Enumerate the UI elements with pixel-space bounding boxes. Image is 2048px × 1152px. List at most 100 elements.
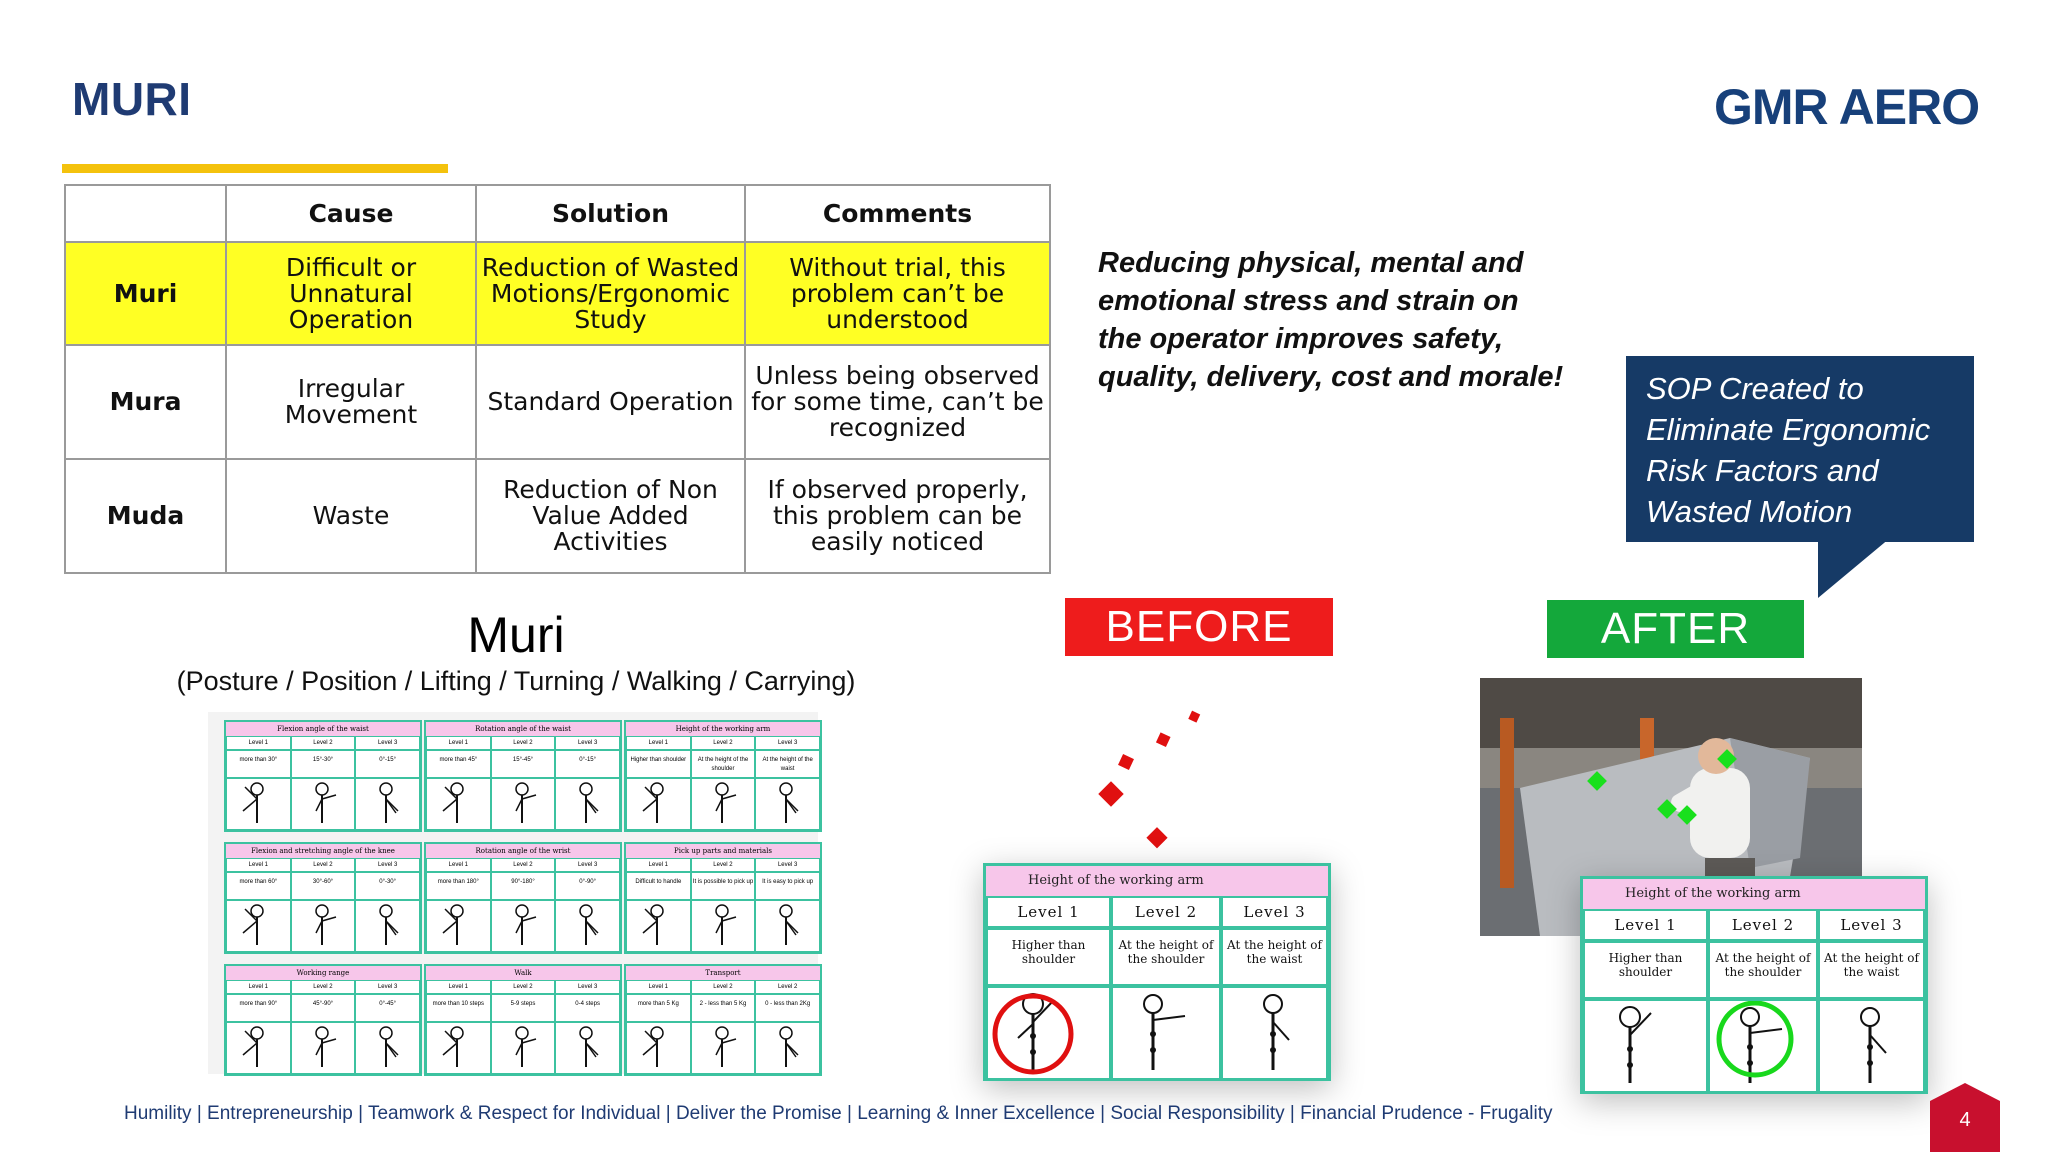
before-label: BEFORE <box>1065 598 1333 656</box>
hexagon-badge-icon <box>1930 1083 2000 1152</box>
table-cell: Waste <box>225 458 477 574</box>
panel-level: Level 3 <box>555 980 620 994</box>
stick-figure-icon <box>642 904 664 945</box>
panel-level: Level 1 <box>626 980 691 994</box>
after-assessment-card: Height of the working arm Level 1 Level … <box>1580 876 1928 1094</box>
stick-figure-cell <box>986 986 1111 1080</box>
panel-desc: more than 45° <box>426 750 491 778</box>
stick-figure-icon <box>579 1026 599 1067</box>
stick-figure-icon <box>579 904 599 945</box>
panel-level: Level 2 <box>290 736 356 750</box>
row-label-muda: Muda <box>64 458 227 574</box>
muri-subtitle: (Posture / Position / Lifting / Turning … <box>176 666 856 696</box>
panel-desc: At the height of the waist <box>755 750 820 778</box>
row-label-muri: Muri <box>64 241 227 346</box>
core-values-footer: Humility | Entrepreneurship | Teamwork &… <box>124 1103 1553 1124</box>
stick-figure-icon <box>442 904 464 945</box>
panel-figure <box>626 1022 691 1074</box>
page-number: 4 <box>1959 1109 1971 1131</box>
callout-tail <box>1818 538 1890 598</box>
stick-figure-icon <box>379 904 399 945</box>
stick-figure-icon <box>314 904 336 945</box>
panel-title: Flexion angle of the waist <box>226 722 420 736</box>
panel-figure <box>490 1022 556 1074</box>
panel-desc: It is possible to pick up <box>690 872 756 900</box>
panel-desc: more than 60° <box>226 872 291 900</box>
panel-figure <box>626 900 691 952</box>
panel-desc: 0 - less than 2Kg <box>755 994 820 1022</box>
muri-mura-muda-table: Cause Solution Comments Muri Difficult o… <box>64 184 1051 574</box>
panel-level: Level 2 <box>690 858 756 872</box>
card-desc: At the height of the shoulder <box>1111 928 1221 986</box>
stick-figure-arm-waist-icon <box>1860 1007 1887 1083</box>
table-cell: Reduction of Non Value Added Activities <box>475 458 746 574</box>
stick-figure-icon <box>514 782 536 823</box>
stick-figure-arm-shoulder-icon <box>1716 1000 1794 1083</box>
gmr-aero-logo: GMR AERO <box>1714 78 1992 136</box>
stick-figure-icon <box>642 782 664 823</box>
panel-desc: 0°-30° <box>355 872 420 900</box>
panel-figure <box>290 778 356 830</box>
sop-callout: SOP Created to Eliminate Ergonomic Risk … <box>1626 356 1974 542</box>
card-title: Height of the working arm <box>986 866 1328 896</box>
panel-figure <box>555 900 620 952</box>
table-row: Muri Difficult or Unnatural Operation Re… <box>64 241 1051 346</box>
after-label: AFTER <box>1547 600 1804 658</box>
stress-reduction-quote: Reducing physical, mental and emotional … <box>1098 247 1564 393</box>
panel-level: Level 3 <box>355 858 420 872</box>
stick-figure-icon <box>779 1026 799 1067</box>
table-cell: Irregular Movement <box>225 344 477 460</box>
panel-figure <box>290 1022 356 1074</box>
panel-title: Rotation angle of the wrist <box>426 844 620 858</box>
stick-figure-icon <box>242 782 264 823</box>
panel-level: Level 3 <box>555 858 620 872</box>
panel-figure <box>426 900 491 952</box>
panel-desc: 15°-45° <box>490 750 556 778</box>
card-level: Level 3 <box>1221 896 1328 928</box>
panel-level: Level 2 <box>290 980 356 994</box>
panel-desc: 5-9 steps <box>490 994 556 1022</box>
panel-desc: 0°-15° <box>555 750 620 778</box>
table-cell: Standard Operation <box>475 344 746 460</box>
panel-title: Working range <box>226 966 420 980</box>
row-label-mura: Mura <box>64 344 227 460</box>
title-underline <box>62 164 448 173</box>
panel-figure <box>226 900 291 952</box>
stick-figure-arm-raised-icon <box>992 993 1074 1075</box>
card-desc: At the height of the shoulder <box>1708 941 1818 999</box>
stick-figure-icon <box>642 1026 664 1067</box>
panel-desc: 45°-90° <box>290 994 356 1022</box>
panel-desc: Difficult to handle <box>626 872 691 900</box>
stick-figure-cell <box>1583 999 1708 1093</box>
stick-figure-arm-raised-icon <box>1619 1006 1652 1083</box>
panel-figure <box>355 900 420 952</box>
panel-desc: 30°-60° <box>290 872 356 900</box>
stick-figure-icon <box>442 782 464 823</box>
panel-desc: more than 180° <box>426 872 491 900</box>
panel-desc: more than 30° <box>226 750 291 778</box>
panel-desc: At the height of the shoulder <box>690 750 756 778</box>
panel-figure <box>755 778 820 830</box>
muri-heading: Muri <box>467 607 565 663</box>
panel-level: Level 3 <box>755 736 820 750</box>
red-dotted-pointer <box>1098 710 1201 849</box>
panel-level: Level 2 <box>290 858 356 872</box>
stick-figure-icon <box>714 782 736 823</box>
card-level: Level 2 <box>1708 909 1818 941</box>
table-cell: Reduction of Wasted Motions/Ergonomic St… <box>475 241 746 346</box>
panel-title: Walk <box>426 966 620 980</box>
stick-figure-icon <box>442 1026 464 1067</box>
stick-figure-icon <box>314 782 336 823</box>
table-header-solution: Solution <box>475 184 746 243</box>
panel-figure <box>290 900 356 952</box>
panel-level: Level 1 <box>426 980 491 994</box>
panel-title: Height of the working arm <box>626 722 820 736</box>
panel-level: Level 2 <box>690 980 756 994</box>
stick-figure-icon <box>714 904 736 945</box>
panel-desc: more than 10 steps <box>426 994 491 1022</box>
table-cell: Without trial, this problem can’t be und… <box>744 241 1051 346</box>
